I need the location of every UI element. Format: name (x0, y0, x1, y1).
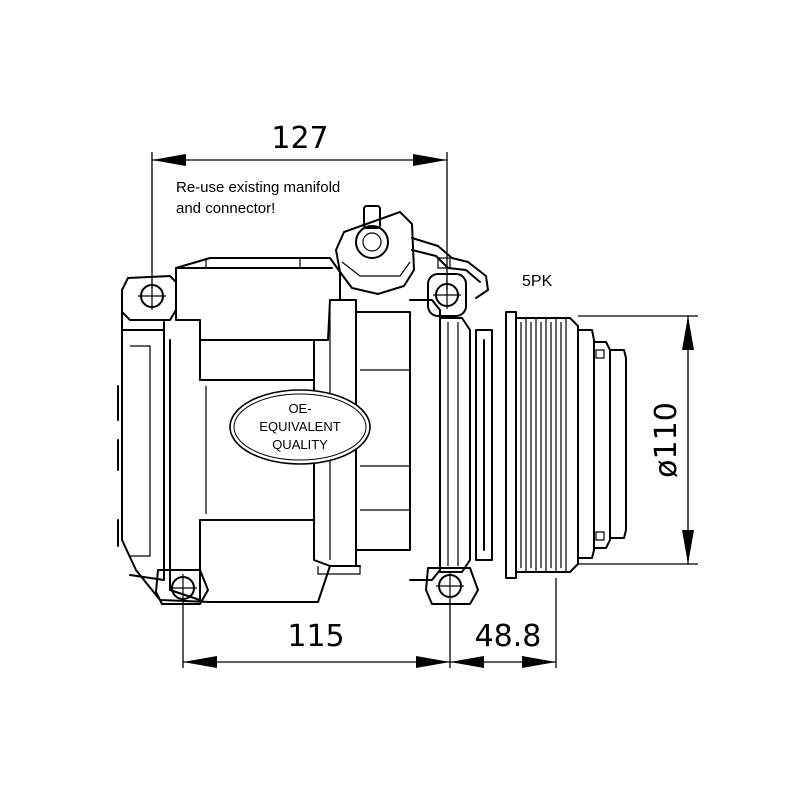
electrical-connector (335, 205, 489, 299)
mount-hole-bottom-left (169, 574, 197, 602)
dimension-diameter-label: ø110 (649, 402, 684, 478)
manifold-note-line1: Re-use existing manifold (176, 179, 340, 196)
mount-hole-bottom-right (436, 572, 464, 600)
dimension-48-8: 48.8 (450, 578, 557, 668)
quality-badge-line3: QUALITY (272, 437, 328, 452)
quality-badge: OE- EQUIVALENT QUALITY (229, 389, 371, 465)
mount-hole-top-right (427, 273, 467, 317)
manifold-note-line2: and connector! (176, 200, 275, 217)
dimension-48-8-label: 48.8 (475, 619, 542, 654)
dimension-115: 115 (182, 600, 451, 668)
mount-hole-top-left (138, 282, 166, 310)
dimension-diameter: ø110 (578, 315, 698, 565)
compressor-body (117, 257, 479, 605)
pulley-spec-label: 5PK (522, 273, 553, 290)
clutch-pulley (475, 311, 627, 579)
quality-badge-line2: EQUIVALENT (259, 419, 340, 434)
dimension-127: 127 (151, 121, 448, 290)
quality-badge-line1: OE- (288, 401, 311, 416)
dimension-127-label: 127 (271, 121, 328, 156)
dimension-115-label: 115 (287, 619, 344, 654)
